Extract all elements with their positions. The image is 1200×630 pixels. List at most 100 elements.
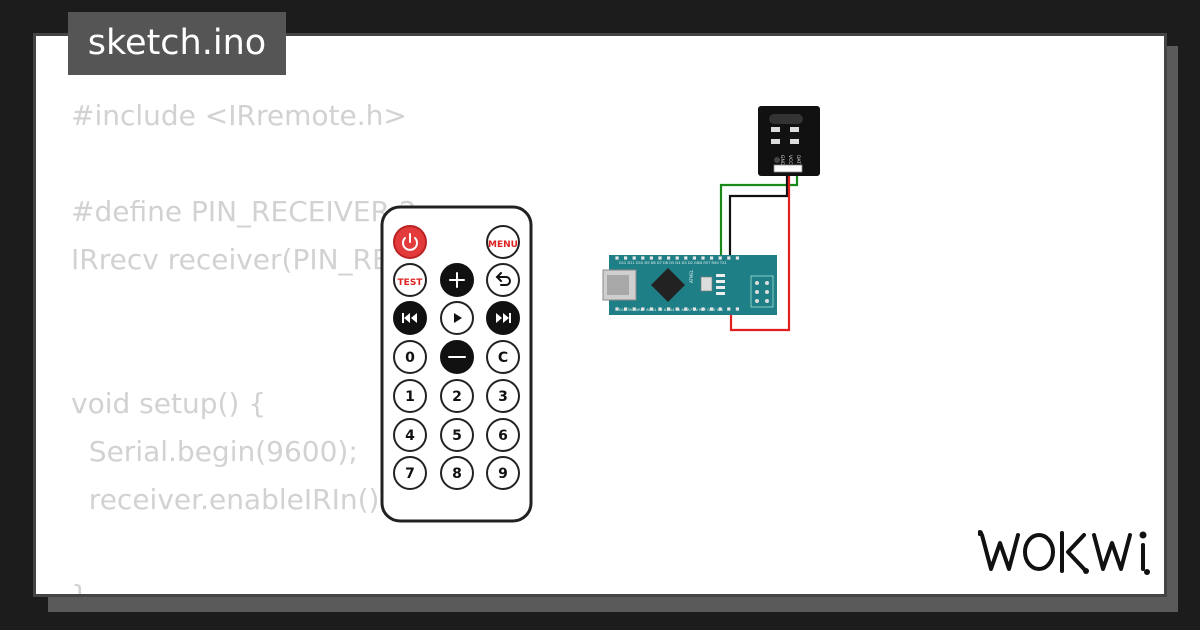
bottom-header-pin[interactable] bbox=[615, 307, 619, 311]
reset-button[interactable] bbox=[700, 276, 713, 292]
bottom-header-pin[interactable] bbox=[718, 307, 722, 311]
icsp-pin-5 bbox=[755, 299, 759, 303]
top-header-labels: D12 D11 D10 D9 D8 D7 D6 D5 D4 D3 D2 GND … bbox=[619, 261, 727, 265]
chip-label: ATMEL bbox=[689, 269, 694, 283]
remote-button-9[interactable]: 9 bbox=[486, 456, 520, 490]
remote-button-prev[interactable] bbox=[393, 301, 427, 335]
remote-button-label: 3 bbox=[498, 389, 508, 405]
remote-button-label: 1 bbox=[405, 389, 415, 405]
ir-pin-label-dat: DAT bbox=[795, 155, 801, 164]
led-4 bbox=[716, 292, 725, 295]
top-header-pin[interactable] bbox=[649, 256, 653, 260]
led-1 bbox=[716, 274, 725, 277]
code-line: #include <IRremote.h> bbox=[71, 99, 407, 132]
remote-button-back[interactable] bbox=[486, 263, 520, 297]
bottom-header-pin[interactable] bbox=[701, 307, 705, 311]
remote-button-3[interactable]: 3 bbox=[486, 379, 520, 413]
top-header-pin[interactable] bbox=[615, 256, 619, 260]
bottom-header-pin[interactable] bbox=[658, 307, 662, 311]
nano-pin-headers[interactable] bbox=[615, 256, 739, 311]
remote-button-label: 0 bbox=[405, 350, 415, 366]
prev-bar bbox=[402, 313, 404, 323]
top-header-pin[interactable] bbox=[718, 256, 722, 260]
bottom-header-pin[interactable] bbox=[710, 307, 714, 311]
bottom-header-pin[interactable] bbox=[632, 307, 636, 311]
top-header-pin[interactable] bbox=[675, 256, 679, 260]
code-line: Serial.begin(9600); bbox=[71, 435, 358, 468]
remote-button-label: 7 bbox=[405, 466, 415, 482]
next-bar bbox=[509, 313, 511, 323]
remote-button-c[interactable]: C bbox=[486, 340, 520, 374]
wire-green bbox=[719, 172, 799, 255]
arduino-nano[interactable]: ATMEL D12 D11 D10 D9 D8 D7 D6 D5 D4 D3 D… bbox=[602, 255, 777, 315]
remote-button-test[interactable]: TEST bbox=[393, 263, 427, 297]
wire-black bbox=[728, 172, 789, 255]
top-header-pin[interactable] bbox=[710, 256, 714, 260]
top-header-pin[interactable] bbox=[624, 256, 628, 260]
remote-button-label: 2 bbox=[452, 389, 462, 405]
remote-button-label: 9 bbox=[498, 466, 508, 482]
ir-pin-header[interactable] bbox=[773, 164, 803, 173]
bottom-header-pin[interactable] bbox=[684, 307, 688, 311]
remote-button-label: C bbox=[498, 350, 508, 366]
top-header-pin[interactable] bbox=[632, 256, 636, 260]
bottom-header-pin[interactable] bbox=[641, 307, 645, 311]
ir-sensor-dome bbox=[769, 114, 803, 124]
ir-smd-3 bbox=[771, 139, 780, 144]
remote-button-1[interactable]: 1 bbox=[393, 379, 427, 413]
file-tab[interactable]: sketch.ino bbox=[68, 12, 286, 75]
bottom-header-pin[interactable] bbox=[624, 307, 628, 311]
code-line: #define PIN_RECEIVER 2 bbox=[71, 195, 417, 228]
icsp-header bbox=[750, 275, 774, 308]
remote-button-6[interactable]: 6 bbox=[486, 418, 520, 452]
bottom-header-pin[interactable] bbox=[649, 307, 653, 311]
top-header-pin[interactable] bbox=[727, 256, 731, 260]
icsp-pin-1 bbox=[755, 281, 759, 285]
remote-button-plus[interactable] bbox=[440, 263, 474, 297]
remote-button-next[interactable] bbox=[486, 301, 520, 335]
top-header-pin[interactable] bbox=[667, 256, 671, 260]
top-header-pin[interactable] bbox=[658, 256, 662, 260]
back-icon bbox=[495, 272, 511, 286]
remote-button-5[interactable]: 5 bbox=[440, 418, 474, 452]
bottom-header-pin[interactable] bbox=[735, 307, 739, 311]
bottom-header-pin[interactable] bbox=[675, 307, 679, 311]
bottom-header-pin[interactable] bbox=[692, 307, 696, 311]
remote-button-play[interactable] bbox=[440, 301, 474, 335]
remote-button-2[interactable]: 2 bbox=[440, 379, 474, 413]
remote-button-menu[interactable]: MENU bbox=[486, 225, 520, 259]
play-icon bbox=[454, 313, 462, 323]
wire-red bbox=[729, 172, 791, 332]
ir-mount-hole bbox=[774, 157, 780, 163]
top-header-pin[interactable] bbox=[641, 256, 645, 260]
bottom-header-pin[interactable] bbox=[727, 307, 731, 311]
remote-button-0[interactable]: 0 bbox=[393, 340, 427, 374]
ir-receiver-module[interactable]: GND VCC DAT bbox=[758, 106, 820, 176]
ir-pin-label-vcc: VCC bbox=[787, 155, 793, 164]
wires bbox=[719, 172, 799, 332]
top-header-pin[interactable] bbox=[701, 256, 705, 260]
bottom-header-pin[interactable] bbox=[667, 307, 671, 311]
atmel-chip bbox=[651, 268, 685, 302]
remote-button-power[interactable] bbox=[393, 225, 427, 259]
top-header-pin[interactable] bbox=[692, 256, 696, 260]
remote-button-7[interactable]: 7 bbox=[393, 456, 427, 490]
wokwi-logo bbox=[978, 530, 1150, 575]
remote-button-minus[interactable] bbox=[440, 340, 474, 374]
top-header-pin[interactable] bbox=[684, 256, 688, 260]
led-3 bbox=[716, 286, 725, 289]
code-line: void setup() { bbox=[71, 387, 267, 420]
top-header-pin[interactable] bbox=[735, 256, 739, 260]
editor-card: #include <IRremote.h> #define PIN_RECEIVE… bbox=[33, 33, 1167, 597]
next-icon bbox=[496, 313, 509, 323]
ir-pin-label-gnd: GND bbox=[779, 155, 785, 166]
icsp-pin-6 bbox=[765, 299, 769, 303]
usb-port-inner bbox=[607, 275, 629, 295]
icsp-pin-4 bbox=[765, 290, 769, 294]
prev-icon bbox=[403, 313, 417, 323]
remote-button-4[interactable]: 4 bbox=[393, 418, 427, 452]
remote-button-8[interactable]: 8 bbox=[440, 456, 474, 490]
bottom-header-labels: D13 3V3 AREF A0 A1 A2 A3 A4 A5 A6 A7 5V … bbox=[619, 308, 723, 312]
plus-icon bbox=[449, 272, 465, 288]
